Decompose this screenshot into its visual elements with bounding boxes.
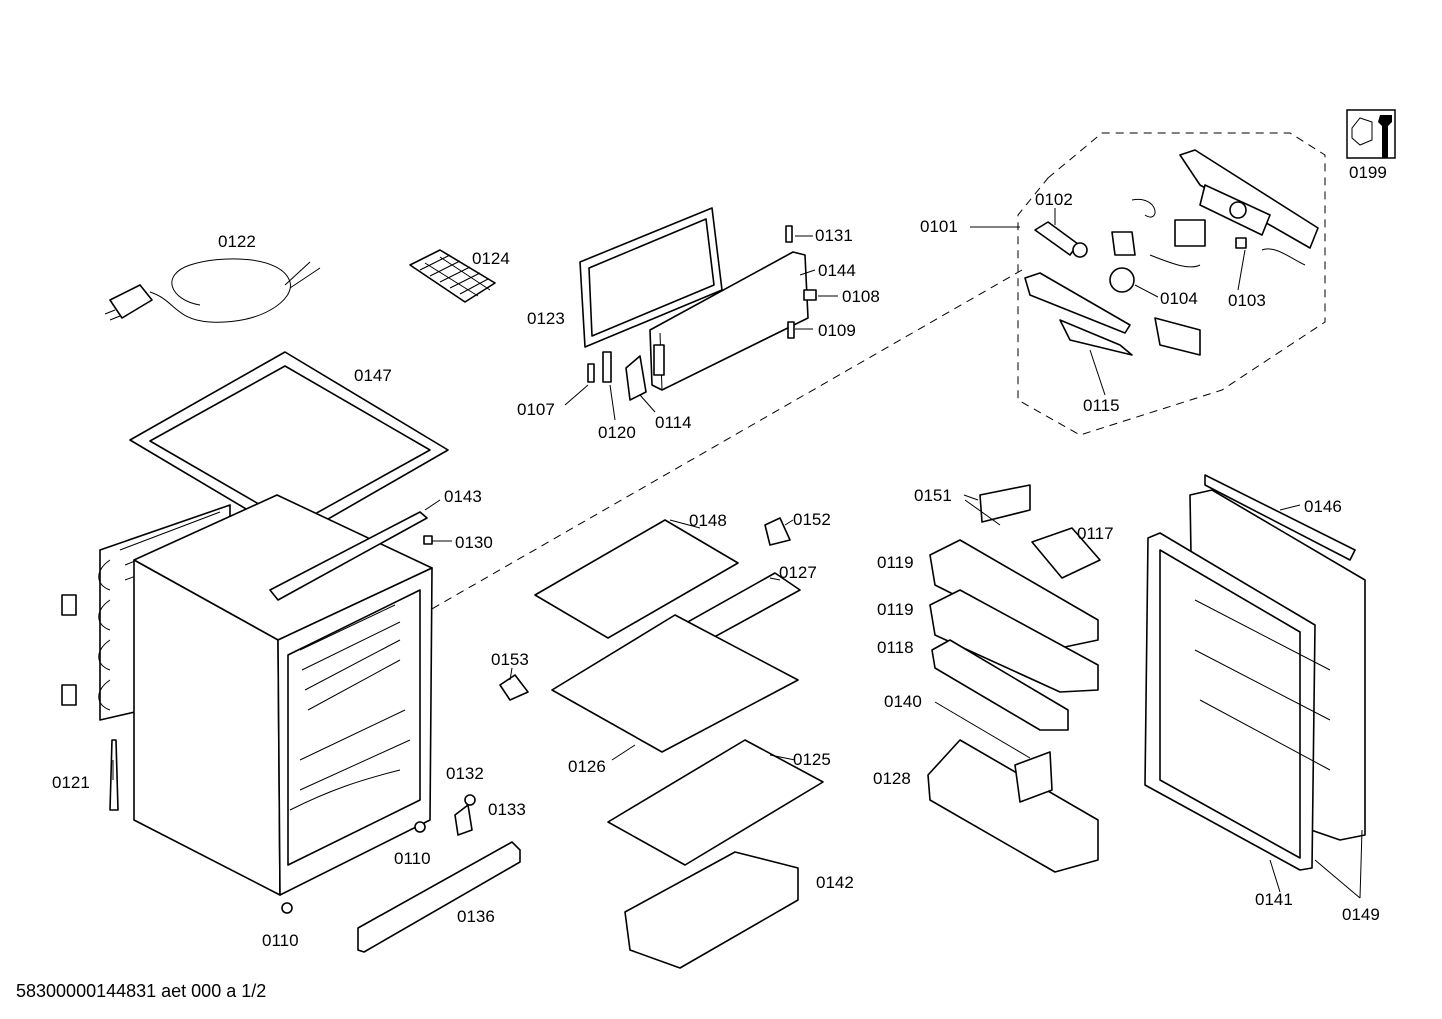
- part-label-0130: 0130: [455, 533, 493, 552]
- part-label-0143: 0143: [444, 487, 482, 506]
- part-label-0107: 0107: [517, 400, 555, 419]
- part-label-0151: 0151: [914, 486, 952, 505]
- part-label-0114: 0114: [655, 413, 692, 432]
- part-label-0123: 0123: [527, 309, 565, 328]
- freezer-door-drawing: [649, 251, 809, 391]
- part-label-0119-upper: 0119: [877, 553, 914, 572]
- part-label-0119-lower: 0119: [877, 600, 914, 619]
- part-label-0125: 0125: [793, 750, 831, 769]
- part-label-0152: 0152: [793, 510, 831, 529]
- control-unit-group-outline: [1017, 132, 1326, 436]
- part-label-0144: 0144: [818, 261, 856, 280]
- power-cord-drawing: [104, 258, 321, 323]
- part-label-0147: 0147: [354, 366, 392, 385]
- crisper-drawer-drawing: [624, 851, 799, 969]
- part-label-0122: 0122: [218, 232, 256, 251]
- part-label-0131: 0131: [815, 226, 853, 245]
- part-label-0132: 0132: [446, 764, 484, 783]
- part-label-0102: 0102: [1035, 190, 1073, 209]
- part-label-0117: 0117: [1077, 524, 1114, 543]
- ice-tray-drawing: [409, 249, 496, 303]
- part-label-0126: 0126: [568, 757, 606, 776]
- part-label-0124: 0124: [472, 249, 510, 268]
- cabinet-body-drawing: [61, 494, 433, 914]
- part-label-0199: 0199: [1349, 163, 1387, 182]
- part-label-0103: 0103: [1228, 291, 1266, 310]
- part-label-0108: 0108: [842, 287, 880, 306]
- part-label-0141: 0141: [1255, 890, 1293, 909]
- control-unit-drawings: [1024, 149, 1319, 356]
- part-label-0128: 0128: [873, 769, 911, 788]
- shelves-drawing: [499, 517, 824, 866]
- part-label-0110-foot: 0110: [262, 931, 299, 950]
- part-label-0120: 0120: [598, 423, 636, 442]
- part-label-0118: 0118: [877, 638, 914, 657]
- part-label-0104: 0104: [1160, 289, 1198, 308]
- part-label-0109: 0109: [818, 321, 856, 340]
- door-racks-drawing: [927, 484, 1101, 873]
- group-connector-dashed-line: [429, 269, 1023, 611]
- main-door-drawing: [1144, 474, 1366, 871]
- part-label-0121: 0121: [52, 773, 90, 792]
- top-plate-drawing: [129, 351, 449, 539]
- hinge-drawing: [454, 794, 476, 836]
- part-label-0149: 0149: [1342, 905, 1380, 924]
- part-label-0153: 0153: [491, 650, 529, 669]
- part-label-0146: 0146: [1304, 497, 1342, 516]
- part-label-0133: 0133: [488, 800, 526, 819]
- wrench-nut-icon: [1346, 109, 1396, 159]
- document-code: 58300000144831 aet 000 a 1/2: [16, 981, 267, 1001]
- part-label-0127: 0127: [779, 563, 817, 582]
- part-label-0101: 0101: [920, 217, 958, 236]
- part-label-0136: 0136: [457, 907, 495, 926]
- leader-lines: [112, 208, 1363, 899]
- plinth-drawing: [357, 841, 521, 953]
- part-label-0142: 0142: [816, 873, 854, 892]
- part-label-0148: 0148: [689, 511, 727, 530]
- part-label-0140: 0140: [884, 692, 922, 711]
- small-hardware-drawings: [423, 225, 817, 545]
- part-label-0110-hinge: 0110: [394, 849, 431, 868]
- part-label-0115: 0115: [1083, 396, 1120, 415]
